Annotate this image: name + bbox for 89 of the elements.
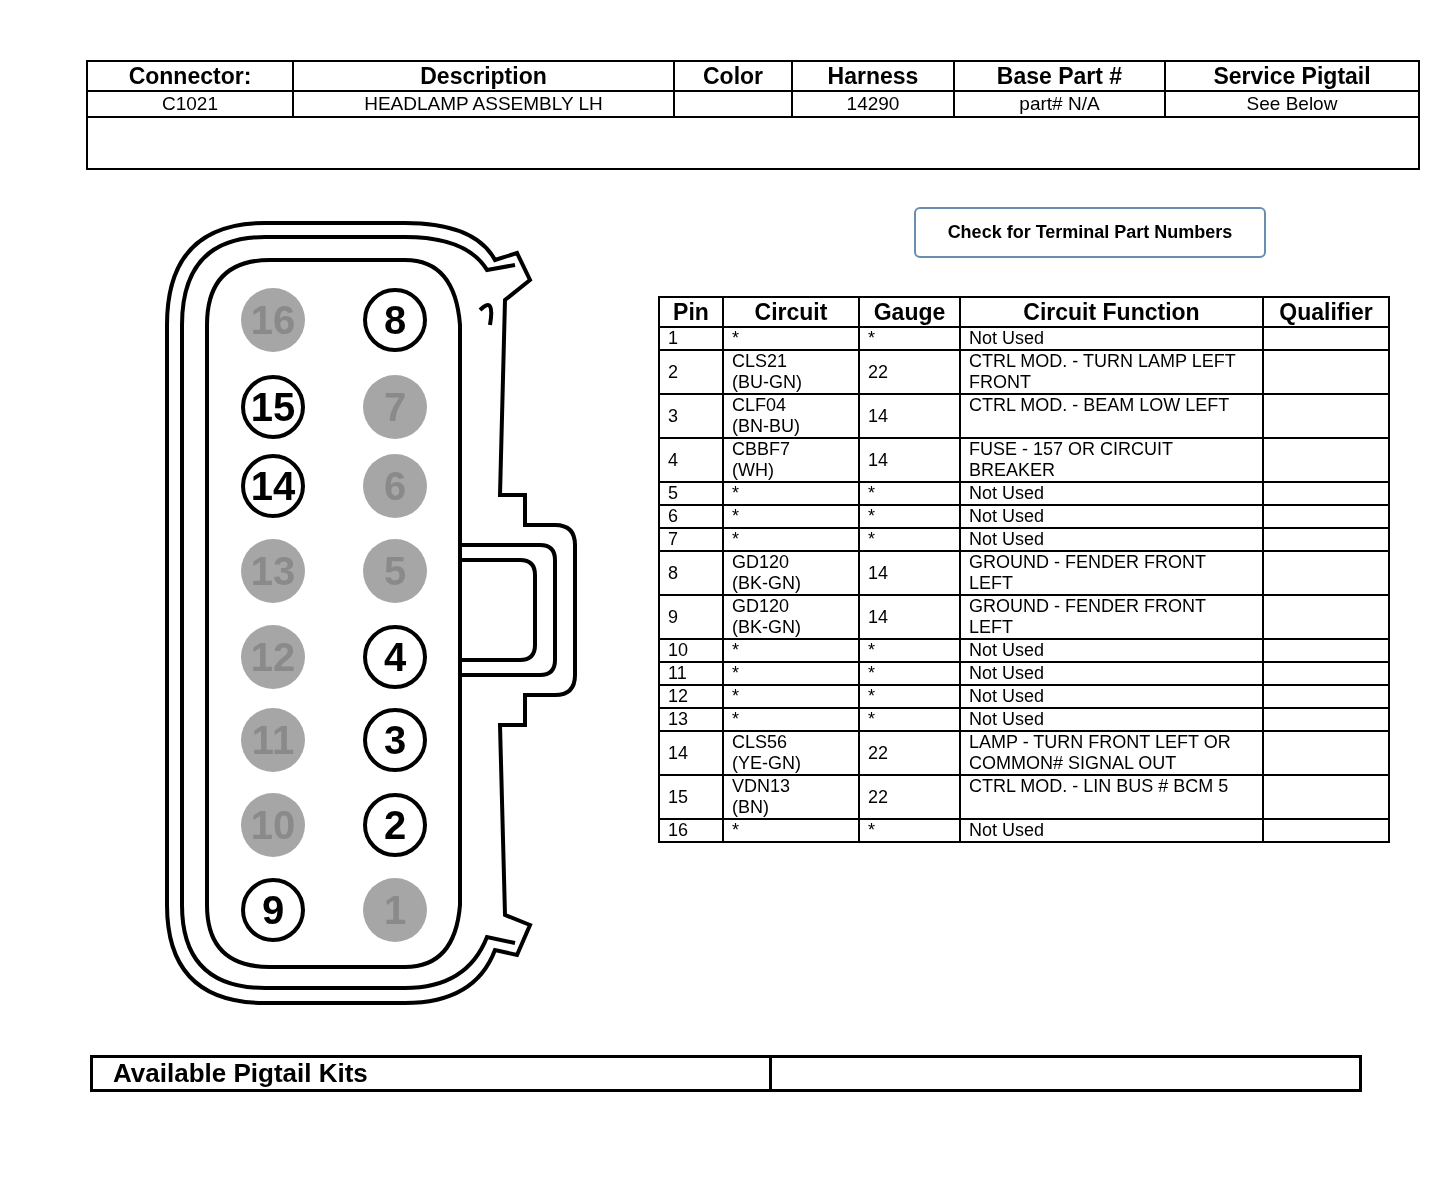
table-text: 14 [868,606,889,628]
pin-number: 2 [363,793,427,857]
column-header: Circuit Function [960,297,1263,327]
table-text: Not Used [969,663,1045,684]
table-text: * [868,483,875,504]
section-heading: Available Pigtail Kits [113,1058,368,1088]
table-text: Not Used [969,640,1045,661]
table-text: * [868,529,875,550]
table-text: 3 [668,405,678,427]
column-header: Description [293,61,674,91]
table-text: 13 [668,709,689,730]
table-text: CTRL MOD. - BEAM LOW LEFT [969,395,1230,416]
table-text: 16 [668,820,689,841]
table-text: 14 [668,742,689,764]
pin-number: 3 [363,708,427,772]
table-text: VDN13 (BN) [732,776,792,818]
column-header: Pin [659,297,723,327]
table-text: FUSE - 157 OR CIRCUIT BREAKER [969,439,1174,481]
table-text: See Below [1165,91,1419,117]
table-text: GROUND - FENDER FRONT LEFT [969,596,1207,638]
column-header: Base Part # [954,61,1165,91]
table-text: 9 [668,606,678,628]
table-text: * [732,663,739,684]
table-text: 14 [868,562,889,584]
table-text: 10 [668,640,689,661]
table-text: CLS21 (BU-GN) [732,351,803,393]
table-text: Not Used [969,709,1045,730]
column-header: Harness [792,61,954,91]
table-text: part# N/A [954,91,1165,117]
table-text: GD120 (BK-GN) [732,596,802,638]
table-text: * [732,506,739,527]
column-header: Connector: [87,61,293,91]
table-text: GD120 (BK-GN) [732,552,802,594]
pin-number: 8 [363,288,427,352]
pin-number: 9 [241,878,305,942]
table-text: 12 [668,686,689,707]
column-header: Color [674,61,792,91]
table-text: * [868,709,875,730]
table-text: 14 [868,405,889,427]
table-text: * [868,686,875,707]
table-text: CTRL MOD. - TURN LAMP LEFT FRONT [969,351,1237,393]
pin-number: 4 [363,625,427,689]
table-text: * [732,483,739,504]
table-text: 15 [668,786,689,808]
table-text: * [732,820,739,841]
table-text: CTRL MOD. - LIN BUS # BCM 5 [969,776,1229,797]
table-text: CLS56 (YE-GN) [732,732,802,774]
table-text: 5 [668,483,678,504]
table-text: * [732,640,739,661]
column-header: Qualifier [1263,297,1389,327]
table-text: * [732,529,739,550]
table-text: C1021 [87,91,293,117]
table-text: * [732,709,739,730]
table-text: Not Used [969,529,1045,550]
column-header: Gauge [859,297,960,327]
table-text: * [732,328,739,349]
table-text: * [732,686,739,707]
table-text: * [868,328,875,349]
table-text: 2 [668,361,678,383]
table-text: 22 [868,742,889,764]
table-text: CBBF7 (WH) [732,439,792,481]
table-text: Not Used [969,506,1045,527]
table-text: LAMP - TURN FRONT LEFT OR COMMON# SIGNAL OUT [969,732,1232,774]
table-text: 4 [668,449,678,471]
table-text: 22 [868,786,889,808]
table-text: HEADLAMP ASSEMBLY LH [293,91,674,117]
table-text: * [868,820,875,841]
table-text: 11 [668,663,687,684]
table-text: 6 [668,506,678,527]
table-text: 8 [668,562,678,584]
pin-number: 14 [241,454,305,518]
table-text: 7 [668,529,678,550]
table-text: Not Used [969,328,1045,349]
table-text: 22 [868,361,889,383]
table-text: Not Used [969,820,1045,841]
table-text: 14290 [792,91,954,117]
table-text: 1 [668,328,678,349]
column-header: Circuit [723,297,859,327]
table-text: CLF04 (BN-BU) [732,395,801,437]
terminal-part-numbers-button: Check for Terminal Part Numbers [914,207,1266,258]
column-header: Service Pigtail [1165,61,1419,91]
table-text: * [868,506,875,527]
table-text: * [868,640,875,661]
table-text: 14 [868,449,889,471]
table-text: Not Used [969,483,1045,504]
table-text: Not Used [969,686,1045,707]
table-text: * [868,663,875,684]
table-text: GROUND - FENDER FRONT LEFT [969,552,1207,594]
pin-number: 15 [241,375,305,439]
